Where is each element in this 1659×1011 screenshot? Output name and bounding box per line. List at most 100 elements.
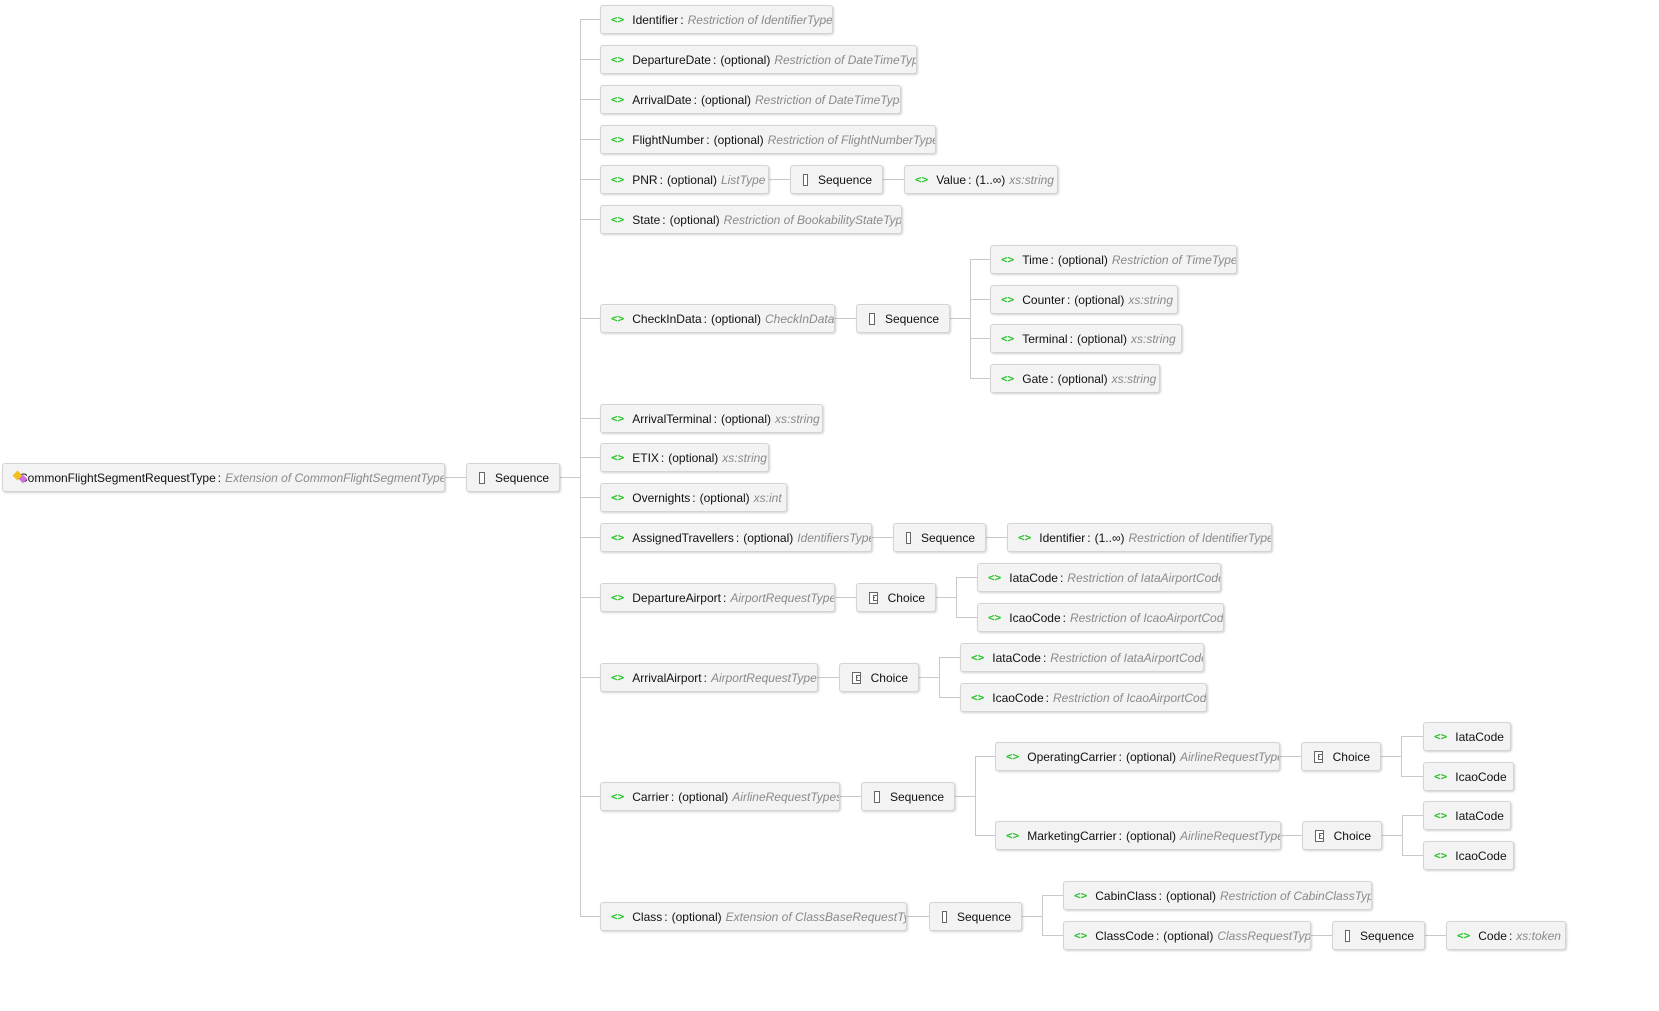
- choice-node-choice[interactable]: Choice: [839, 663, 919, 692]
- element-node-identifier[interactable]: <>Identifier:Restriction of IdentifierTy…: [600, 5, 833, 34]
- node-type: xs:string: [722, 450, 767, 465]
- root-node-commonflightsegmentrequesttype[interactable]: CommonFlightSegmentRequestType:Extension…: [2, 463, 445, 492]
- element-node-icaocode[interactable]: <>IcaoCode:Restriction of IcaoAirportCod…: [960, 683, 1207, 712]
- element-icon: <>: [611, 531, 625, 544]
- choice-icon: [852, 671, 861, 684]
- connector-line: [580, 318, 600, 319]
- element-node-assignedtravellers[interactable]: <>AssignedTravellers:(optional)Identifie…: [600, 523, 872, 552]
- sequence-node-sequence[interactable]: Sequence: [790, 165, 883, 194]
- node-name: CommonFlightSegmentRequestType: [19, 470, 216, 485]
- connector-line: [883, 179, 904, 180]
- name-separator: :: [659, 172, 663, 187]
- node-name: Time: [1022, 252, 1049, 267]
- choice-node-choice[interactable]: Choice: [1301, 742, 1381, 771]
- node-name: ArrivalAirport: [632, 670, 702, 685]
- node-name: Sequence: [817, 172, 872, 187]
- element-node-checkindata[interactable]: <>CheckInData:(optional)CheckInData: [600, 304, 835, 333]
- name-separator: :: [703, 670, 707, 685]
- node-type: CheckInData: [765, 311, 835, 326]
- element-node-iatacode[interactable]: <>IataCode: [1423, 801, 1511, 830]
- sequence-node-sequence[interactable]: Sequence: [856, 304, 950, 333]
- element-node-state[interactable]: <>State:(optional)Restriction of Bookabi…: [600, 205, 902, 234]
- element-icon: <>: [1001, 332, 1015, 345]
- element-node-counter[interactable]: <>Counter:(optional)xs:string: [990, 285, 1178, 314]
- name-separator: :: [1050, 252, 1054, 267]
- node-occurrence: (optional): [720, 52, 771, 67]
- node-occurrence: (optional): [671, 909, 722, 924]
- sequence-node-sequence[interactable]: Sequence: [893, 523, 986, 552]
- node-type: Restriction of BookabilityStateType: [723, 212, 902, 227]
- element-node-identifier[interactable]: <>Identifier:(1..∞)Restriction of Identi…: [1007, 523, 1272, 552]
- name-separator: :: [692, 490, 696, 505]
- connector-line: [907, 916, 929, 917]
- node-name: Class: [632, 909, 663, 924]
- element-node-icaocode[interactable]: <>IcaoCode:Restriction of IcaoAirportCod…: [977, 603, 1224, 632]
- element-node-terminal[interactable]: <>Terminal:(optional)xs:string: [990, 324, 1182, 353]
- node-occurrence: (optional): [669, 212, 720, 227]
- node-occurrence: (optional): [700, 92, 751, 107]
- node-type: Restriction of CabinClassType: [1219, 888, 1372, 903]
- element-icon: <>: [611, 671, 625, 684]
- choice-node-choice[interactable]: Choice: [856, 583, 936, 612]
- sequence-node-sequence[interactable]: Sequence: [466, 463, 560, 492]
- element-icon: <>: [611, 213, 625, 226]
- node-type: Restriction of TimeType: [1111, 252, 1237, 267]
- element-node-icaocode[interactable]: <>IcaoCode: [1423, 762, 1514, 791]
- connector-line: [970, 378, 990, 379]
- element-node-iatacode[interactable]: <>IataCode:Restriction of IataAirportCod…: [977, 563, 1221, 592]
- element-node-flightnumber[interactable]: <>FlightNumber:(optional)Restriction of …: [600, 125, 936, 154]
- connector-line: [939, 697, 960, 698]
- sequence-node-sequence[interactable]: Sequence: [861, 782, 955, 811]
- element-node-pnr[interactable]: <>PNR:(optional)ListType: [600, 165, 769, 194]
- connector-line: [1042, 895, 1063, 896]
- node-name: Sequence: [494, 470, 549, 485]
- element-node-value[interactable]: <>Value:(1..∞)xs:string: [904, 165, 1058, 194]
- node-type: xs:string: [1130, 331, 1176, 346]
- connector-line: [970, 259, 990, 260]
- connector-line: [1401, 736, 1402, 777]
- element-node-code[interactable]: <>Code:xs:token: [1446, 921, 1566, 950]
- connector-line: [580, 19, 581, 917]
- node-name: AssignedTravellers: [632, 530, 734, 545]
- element-node-overnights[interactable]: <>Overnights:(optional)xs:int: [600, 483, 787, 512]
- element-node-marketingcarrier[interactable]: <>MarketingCarrier:(optional)AirlineRequ…: [995, 821, 1281, 850]
- element-node-gate[interactable]: <>Gate:(optional)xs:string: [990, 364, 1160, 393]
- node-name: Identifier: [632, 12, 679, 27]
- element-node-carrier[interactable]: <>Carrier:(optional)AirlineRequestTypes: [600, 782, 840, 811]
- element-node-etix[interactable]: <>ETIX:(optional)xs:string: [600, 443, 769, 472]
- element-node-iatacode[interactable]: <>IataCode:Restriction of IataAirportCod…: [960, 643, 1204, 672]
- element-node-classcode[interactable]: <>ClassCode:(optional)ClassRequestType: [1063, 921, 1311, 950]
- connector-line: [956, 577, 977, 578]
- connector-line: [1381, 756, 1401, 757]
- element-node-icaocode[interactable]: <>IcaoCode: [1423, 841, 1514, 870]
- node-type: Restriction of IcaoAirportCode: [1052, 690, 1207, 705]
- connector-line: [1281, 835, 1302, 836]
- element-node-departureairport[interactable]: <>DepartureAirport:AirportRequestType: [600, 583, 835, 612]
- element-node-class[interactable]: <>Class:(optional)Extension of ClassBase…: [600, 902, 907, 931]
- choice-icon: [869, 591, 878, 604]
- element-node-arrivalairport[interactable]: <>ArrivalAirport:AirportRequestType: [600, 663, 818, 692]
- connector-line: [580, 139, 600, 140]
- element-node-arrivaldate[interactable]: <>ArrivalDate:(optional)Restriction of D…: [600, 85, 901, 114]
- node-name: ClassCode: [1095, 928, 1154, 943]
- element-node-operatingcarrier[interactable]: <>OperatingCarrier:(optional)AirlineRequ…: [995, 742, 1280, 771]
- connector-line: [1402, 815, 1423, 816]
- choice-node-choice[interactable]: Choice: [1302, 821, 1382, 850]
- element-node-iatacode[interactable]: <>IataCode: [1423, 722, 1511, 751]
- sequence-node-sequence[interactable]: Sequence: [929, 902, 1022, 931]
- element-node-time[interactable]: <>Time:(optional)Restriction of TimeType: [990, 245, 1237, 274]
- name-separator: :: [1059, 570, 1064, 585]
- node-occurrence: (1..∞): [1094, 530, 1125, 545]
- node-occurrence: (optional): [1074, 292, 1125, 307]
- node-name: PNR: [632, 172, 658, 187]
- element-node-arrivalterminal[interactable]: <>ArrivalTerminal:(optional)xs:string: [600, 404, 823, 433]
- name-separator: :: [217, 470, 222, 485]
- name-separator: :: [1087, 530, 1091, 545]
- node-name: Sequence: [956, 909, 1011, 924]
- element-node-cabinclass[interactable]: <>CabinClass:(optional)Restriction of Ca…: [1063, 881, 1372, 910]
- connector-line: [1022, 916, 1042, 917]
- connector-line: [580, 19, 600, 20]
- element-node-departuredate[interactable]: <>DepartureDate:(optional)Restriction of…: [600, 45, 917, 74]
- element-icon: <>: [915, 173, 929, 186]
- sequence-node-sequence[interactable]: Sequence: [1332, 921, 1425, 950]
